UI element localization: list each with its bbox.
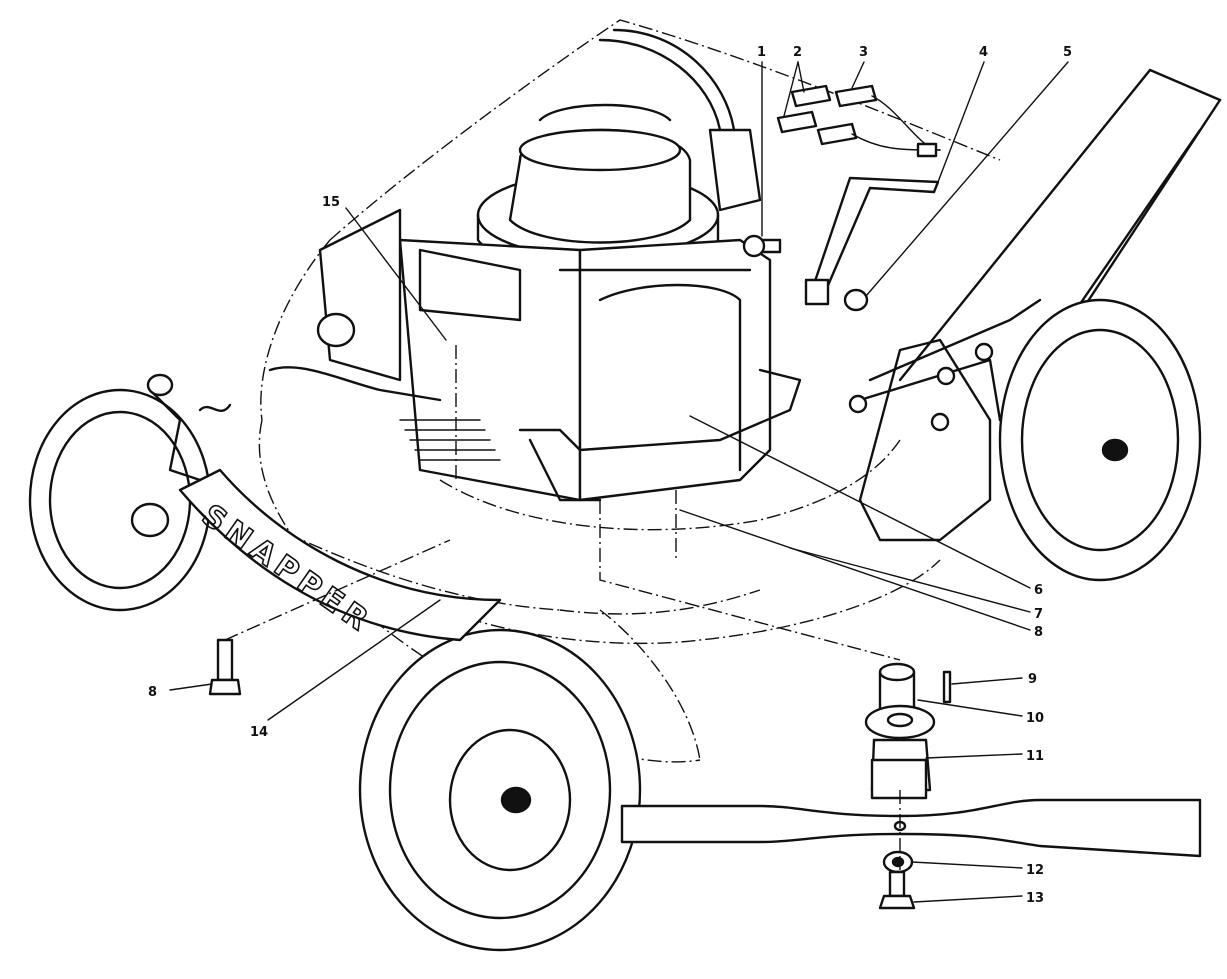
callout-8-right: 8 (1034, 625, 1043, 640)
nut (843, 288, 869, 312)
blade-adapter (864, 662, 952, 800)
blade (620, 798, 1202, 858)
callout-11: 11 (1026, 749, 1044, 764)
rear-right-wheel (998, 298, 1202, 582)
callout-6: 6 (1034, 583, 1043, 598)
callout-labels: 1 2 3 4 5 6 7 8 8 9 10 11 12 13 14 15 (148, 45, 1072, 906)
callout-15: 15 (322, 195, 340, 210)
assembly-lines (224, 345, 901, 870)
bracket (804, 176, 940, 306)
callout-14: 14 (250, 725, 268, 740)
callout-5: 5 (1063, 45, 1072, 60)
blade-bolt (878, 870, 916, 910)
height-adjuster (146, 373, 232, 482)
starter-cable (598, 28, 762, 212)
callout-3: 3 (859, 45, 868, 60)
callout-9: 9 (1028, 672, 1037, 687)
callout-12: 12 (1026, 863, 1044, 878)
deck-bolt (208, 638, 242, 696)
callout-7: 7 (1034, 607, 1043, 622)
bolt-1 (742, 234, 782, 258)
engine (268, 103, 802, 502)
washer (882, 850, 914, 874)
front-right-wheel (358, 628, 642, 952)
callout-10: 10 (1026, 711, 1044, 726)
callout-13: 13 (1026, 891, 1044, 906)
front-left-wheel (28, 388, 212, 612)
callout-4: 4 (979, 45, 988, 60)
spark-plug-connectors (776, 84, 941, 158)
callout-1: 1 (757, 45, 766, 60)
callout-2: 2 (793, 45, 802, 60)
callout-leaders (169, 61, 1069, 903)
callout-8-left: 8 (148, 685, 157, 700)
